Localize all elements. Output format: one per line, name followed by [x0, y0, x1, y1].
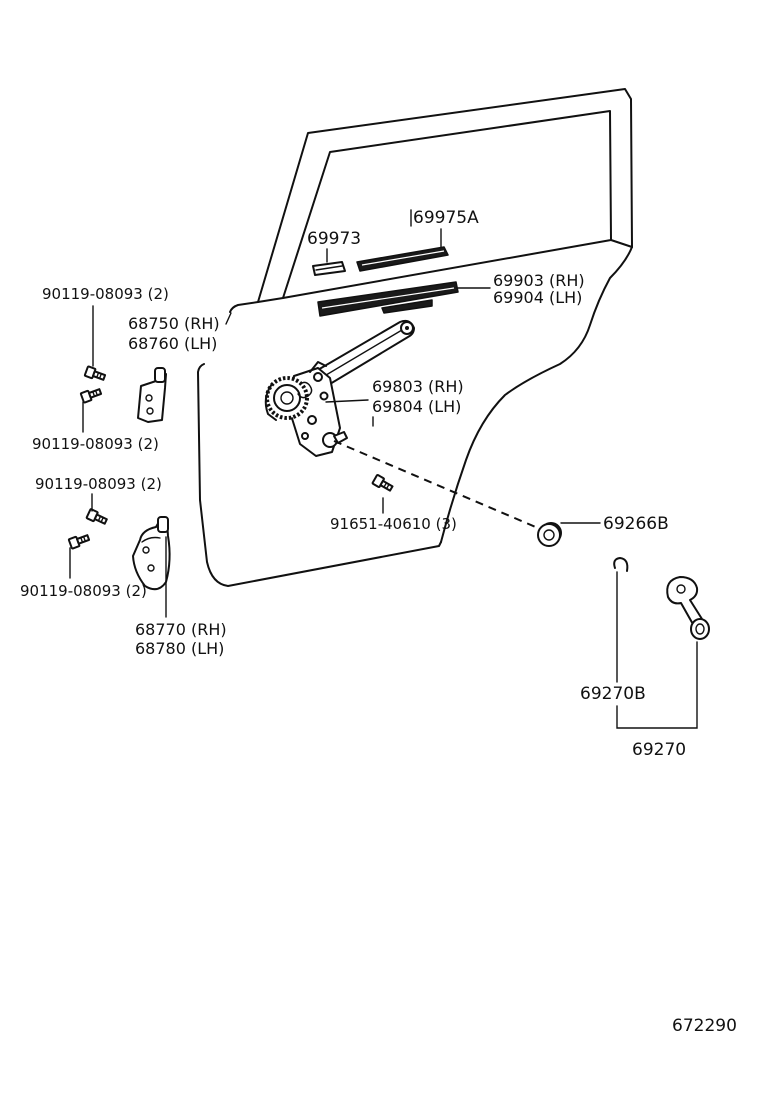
- handle-clip: [613, 557, 629, 572]
- callout-lower-hinge-bolts-bottom: 90119-08093 (2): [20, 582, 147, 600]
- handle-knob: [537, 522, 562, 547]
- callout-upper-hinge-rh: 68750 (RH): [128, 314, 220, 333]
- callout-lower-hinge-bolts-top: 90119-08093 (2): [35, 475, 162, 493]
- callout-upper-hinge-bolts-top: 90119-08093 (2): [42, 285, 169, 303]
- callout-handle-knob: 69266B: [603, 514, 669, 534]
- lower-hinge: [132, 516, 171, 591]
- door-outline: [197, 88, 633, 587]
- callout-regulator-lh: 69804 (LH): [372, 397, 461, 416]
- callout-lower-hinge-rh: 68770 (RH): [135, 620, 227, 639]
- handle-crank: [666, 576, 710, 640]
- callout-upper-hinge-bolts-bottom: 90119-08093 (2): [32, 435, 159, 453]
- callout-handle-clip: 69270B: [580, 684, 646, 704]
- callout-upper-hinge-lh: 68760 (LH): [128, 334, 217, 353]
- upper-hinge: [137, 367, 167, 423]
- callout-channel-short: 69973: [307, 229, 361, 249]
- glass-channel-long: [356, 246, 449, 272]
- callout-handle-assembly: 69270: [632, 740, 686, 760]
- bolt-regulator: [371, 474, 394, 492]
- bolt-upper-hinge-b: [79, 388, 103, 404]
- leader-lines: [69, 209, 698, 729]
- callout-channel-long: 69975A: [413, 208, 479, 228]
- figure-number: 672290: [672, 1016, 737, 1036]
- callout-weatherstrip-lh: 69904 (LH): [493, 288, 582, 307]
- bolt-lower-hinge-a: [85, 508, 108, 525]
- window-regulator: [264, 319, 415, 457]
- glass-channel-short: [312, 261, 346, 276]
- bolt-upper-hinge-a: [83, 365, 107, 381]
- callout-regulator-rh: 69803 (RH): [372, 377, 464, 396]
- callout-weatherstrip-rh: 69903 (RH): [493, 271, 585, 290]
- bolt-lower-hinge-b: [67, 534, 91, 550]
- callout-regulator-bolts: 91651-40610 (3): [330, 515, 457, 533]
- weatherstrip: [317, 281, 459, 317]
- callout-lower-hinge-lh: 68780 (LH): [135, 639, 224, 658]
